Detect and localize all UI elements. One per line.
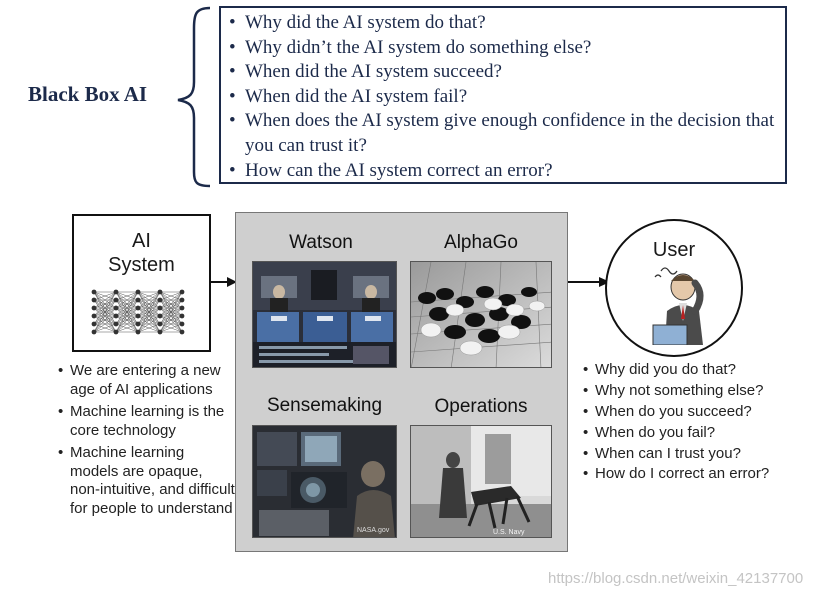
arrow-right-icon	[566, 277, 610, 287]
list-item: When do you fail?	[583, 424, 823, 443]
neural-node	[179, 289, 185, 295]
neural-node	[113, 289, 119, 295]
list-item: Why did you do that?	[583, 361, 823, 380]
neural-node	[135, 329, 141, 335]
question-item: When did the AI system succeed?	[229, 60, 785, 85]
alphago-label: AlphaGo	[444, 232, 518, 253]
sensemaking-label: Sensemaking	[266, 395, 383, 416]
neural-node	[135, 297, 141, 303]
neural-node	[157, 321, 163, 327]
list-item: Why not something else?	[583, 382, 823, 401]
operations-photo: U.S. Navy	[410, 425, 552, 538]
neural-node	[157, 313, 163, 319]
neural-node	[179, 313, 185, 319]
watson-photo	[252, 261, 397, 368]
neural-node	[135, 305, 141, 311]
question-item: When does the AI system give enough conf…	[229, 109, 785, 158]
black-box-questions-box: Why did the AI system do that? Why didn’…	[219, 6, 787, 184]
alphago-photo	[410, 261, 552, 368]
neural-node	[179, 321, 185, 327]
neural-network-icon	[91, 289, 185, 335]
photo-credit: NASA.gov	[357, 527, 390, 534]
list-item: Machine learning is the core technology	[58, 403, 236, 440]
user-title: User	[652, 239, 696, 261]
ai-title-line1: AI	[132, 230, 151, 252]
neural-node	[135, 321, 141, 327]
question-item: Why didn’t the AI system do something el…	[229, 36, 785, 61]
neural-node	[113, 313, 119, 319]
list-item: How do I correct an error?	[583, 465, 823, 484]
neural-node	[179, 305, 185, 311]
question-item: When did the AI system fail?	[229, 85, 785, 110]
curly-brace-icon	[177, 6, 211, 188]
neural-node	[91, 305, 97, 311]
black-box-question-list: Why did the AI system do that? Why didn’…	[221, 8, 785, 183]
user-question-list: Why did you do that? Why not something e…	[583, 361, 823, 486]
list-item: We are entering a new age of AI applicat…	[58, 362, 236, 399]
neural-node	[179, 329, 185, 335]
neural-node	[157, 329, 163, 335]
ai-title-line2: System	[108, 254, 175, 276]
neural-node	[113, 297, 119, 303]
neural-node	[91, 297, 97, 303]
watson-label: Watson	[289, 232, 353, 253]
neural-node	[91, 313, 97, 319]
black-box-ai-label: Black Box AI	[28, 82, 148, 106]
watermark-url: https://blog.csdn.net/weixin_42137700	[548, 570, 804, 587]
ai-system-box: AI System	[72, 214, 211, 352]
neural-node	[157, 305, 163, 311]
neural-node	[157, 289, 163, 295]
neural-node	[113, 329, 119, 335]
list-item: Machine learning models are opaque, non-…	[58, 444, 236, 518]
neural-node	[157, 297, 163, 303]
operations-label: Operations	[434, 396, 528, 417]
arrow-right-icon	[211, 277, 237, 287]
sensemaking-photo: NASA.gov	[252, 425, 397, 538]
list-item: When do you succeed?	[583, 403, 823, 422]
neural-node	[135, 289, 141, 295]
neural-node	[135, 313, 141, 319]
neural-node	[113, 321, 119, 327]
ai-system-bullet-list: We are entering a new age of AI applicat…	[58, 362, 236, 522]
ai-system-title: AI System	[74, 229, 209, 277]
question-item: Why did the AI system do that?	[229, 11, 785, 36]
confused-user-icon	[652, 267, 704, 345]
user-circle: User	[605, 219, 743, 357]
neural-node	[179, 297, 185, 303]
neural-node	[91, 289, 97, 295]
ai-applications-panel: Watson AlphaGo	[235, 212, 568, 552]
neural-node	[91, 321, 97, 327]
neural-node	[91, 329, 97, 335]
question-item: How can the AI system correct an error?	[229, 159, 785, 184]
photo-credit-2: U.S. Navy	[493, 529, 525, 536]
neural-node	[113, 305, 119, 311]
list-item: When can I trust you?	[583, 445, 823, 464]
